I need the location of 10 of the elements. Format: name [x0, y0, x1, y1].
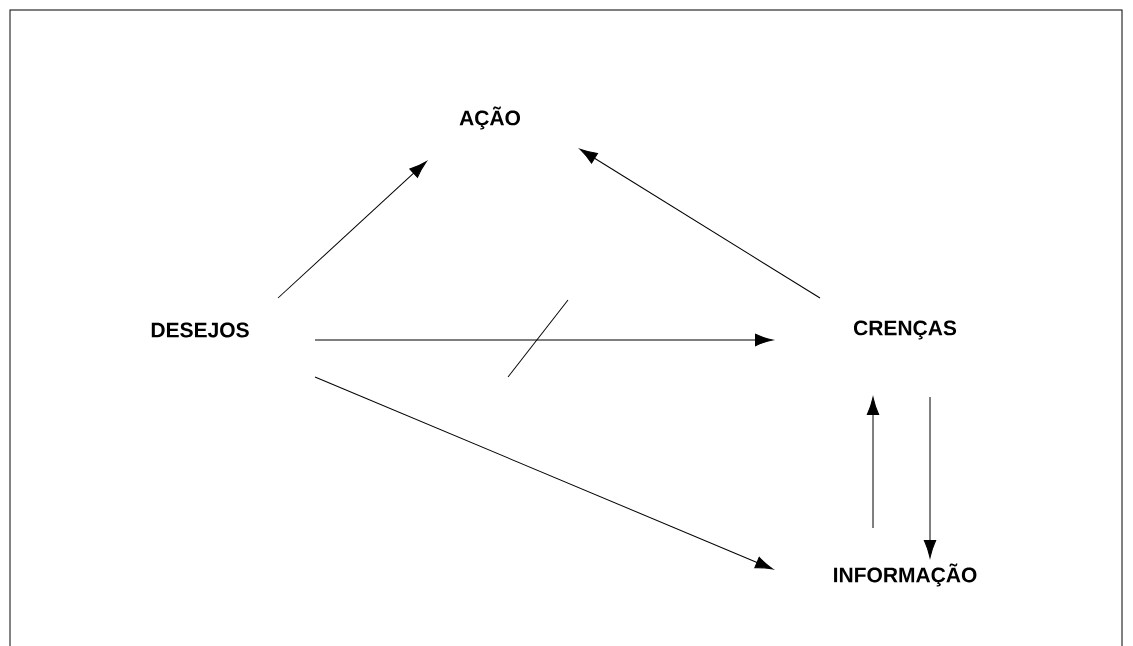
arrow [923, 396, 937, 559]
arrow [866, 396, 880, 529]
node-label: INFORMAÇÃO [834, 563, 977, 587]
node-label: DESEJOS [151, 322, 249, 338]
arrow [579, 148, 821, 299]
node-label: AÇÃO [459, 106, 520, 130]
node-label: CRENÇAS [853, 320, 957, 340]
arrow [314, 333, 774, 347]
arrow [277, 161, 427, 299]
arrow [314, 376, 774, 570]
